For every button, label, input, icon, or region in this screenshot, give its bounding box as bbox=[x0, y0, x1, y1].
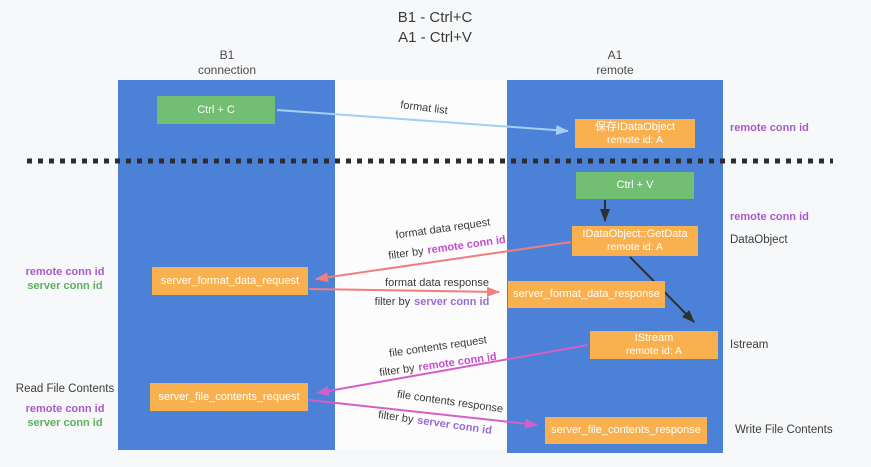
side-label-istream: Istream bbox=[730, 339, 769, 351]
lane-header-a1: A1 remote bbox=[535, 48, 695, 78]
side-label-remote-conn-id-right-top: remote conn id bbox=[730, 122, 809, 134]
node-save-idataobject-line2: remote id: A bbox=[606, 133, 664, 146]
title-line2: A1 - Ctrl+V bbox=[398, 29, 472, 46]
node-server-format-data-request: server_format_data_request bbox=[152, 267, 308, 295]
lane-a1-subtitle: remote bbox=[596, 63, 634, 77]
diagram-title: B1 - Ctrl+C A1 - Ctrl+V bbox=[285, 8, 585, 48]
side-label-server-conn-id-left-bottom: server conn id bbox=[27, 417, 103, 429]
side-label-write-file-contents: Write File Contents bbox=[735, 424, 833, 436]
lane-a1-name: A1 bbox=[607, 48, 623, 62]
node-idataobject-getdata: IDataObject::GetData remote id: A bbox=[572, 226, 698, 256]
node-server-format-data-request-label: server_format_data_request bbox=[160, 274, 300, 287]
side-label-remote-conn-id-left-top: remote conn id bbox=[25, 266, 105, 278]
node-server-file-contents-response: server_file_contents_response bbox=[545, 417, 707, 444]
lane-b1-name: B1 bbox=[219, 48, 235, 62]
filter-server-conn-id-1: server conn id bbox=[414, 296, 490, 308]
node-ctrl-c-label: Ctrl + C bbox=[197, 103, 235, 116]
side-label-remote-conn-id-left-bottom: remote conn id bbox=[25, 403, 105, 415]
node-ctrl-v-label: Ctrl + V bbox=[616, 179, 654, 191]
side-label-dataobject: DataObject bbox=[730, 234, 788, 246]
node-istream-line1: IStream bbox=[634, 332, 674, 344]
title-line1: B1 - Ctrl+C bbox=[397, 9, 473, 26]
side-label-read-file-contents: Read File Contents bbox=[15, 383, 115, 395]
node-getdata-line1: IDataObject::GetData bbox=[582, 228, 688, 240]
node-server-format-data-response: server_format_data_response bbox=[508, 281, 665, 308]
node-istream: IStream remote id: A bbox=[590, 331, 718, 359]
node-save-idataobject-line1: 保存IDataObject bbox=[594, 120, 676, 133]
node-getdata-line2: remote id: A bbox=[606, 241, 664, 253]
edge-label-format-data-response: format data response bbox=[385, 277, 489, 289]
node-ctrl-v: Ctrl + V bbox=[576, 172, 694, 199]
side-label-remote-conn-id-right-mid: remote conn id bbox=[730, 211, 809, 223]
node-ctrl-c: Ctrl + C bbox=[157, 96, 275, 124]
lane-b1-subtitle: connection bbox=[197, 63, 257, 77]
node-server-file-contents-request-label: server_file_contents_request bbox=[158, 390, 300, 403]
filter-by-text-2: filter by bbox=[374, 296, 411, 308]
node-server-format-data-response-label: server_format_data_response bbox=[513, 288, 660, 300]
lane-header-b1: B1 connection bbox=[147, 48, 307, 78]
node-save-idataobject: 保存IDataObject remote id: A bbox=[575, 119, 695, 148]
node-istream-line2: remote id: A bbox=[625, 345, 683, 357]
node-server-file-contents-response-label: server_file_contents_response bbox=[551, 424, 701, 436]
side-label-server-conn-id-left-top: server conn id bbox=[27, 280, 103, 292]
node-server-file-contents-request: server_file_contents_request bbox=[150, 383, 308, 411]
